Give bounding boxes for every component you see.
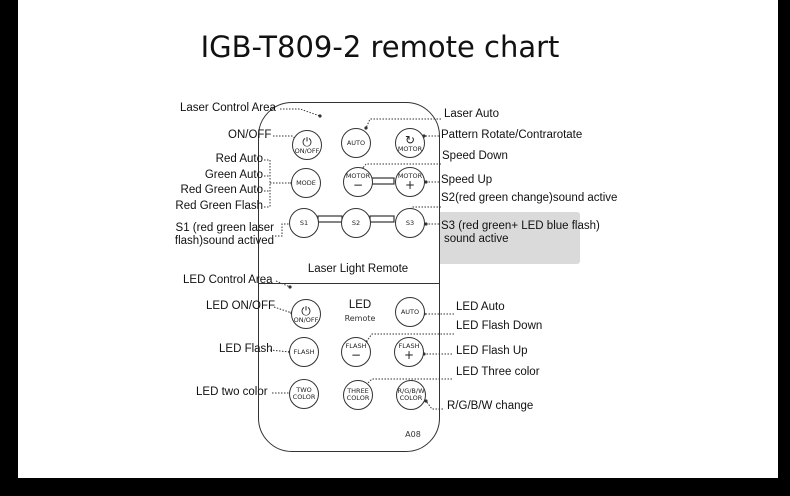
auto-label: AUTO <box>346 138 366 147</box>
led-auto-label: AUTO <box>400 307 420 316</box>
label-s1-line2: flash)sound actived <box>174 235 274 247</box>
label-led-flash-up: LED Flash Up <box>456 345 528 357</box>
onoff-button[interactable]: ⏻ON/OFF <box>292 130 322 160</box>
minus-icon: − <box>350 348 362 363</box>
power-icon: ⏻ <box>302 134 312 149</box>
motor-label: MOTOR <box>397 144 423 153</box>
led-onoff-label: ON/OFF <box>293 315 319 324</box>
label-led-flash-down: LED Flash Down <box>456 320 543 332</box>
s3-button[interactable]: S3 <box>395 208 425 238</box>
motor-up-button[interactable]: MOTOR+ <box>395 167 425 197</box>
remote-divider <box>258 283 440 284</box>
label-led-control-area: LED Control Area <box>183 274 273 286</box>
rgbw-label: R/G/B/W <box>397 387 425 396</box>
flash-up-button[interactable]: FLASH+ <box>394 337 424 367</box>
flash-up-label: FLASH <box>398 341 420 350</box>
three-color-sublabel: COLOR <box>346 394 370 402</box>
two-color-sublabel: COLOR <box>292 393 316 401</box>
onoff-label: ON/OFF <box>294 146 320 155</box>
rgbw-sublabel: COLOR <box>399 394 423 402</box>
motor-up-label: MOTOR <box>397 171 423 180</box>
label-on-off: ON/OFF <box>228 129 272 141</box>
label-s3-line1: S3 (red green+ LED blue flash) <box>441 220 600 232</box>
rotate-icon: ↻ <box>404 132 416 147</box>
led-subtitle: Remote <box>344 314 376 323</box>
motor-down-button[interactable]: MOTOR− <box>343 167 373 197</box>
model-number: A08 <box>405 430 421 439</box>
led-auto-button[interactable]: AUTO <box>395 297 425 327</box>
label-pattern-rotate: Pattern Rotate/Contrarotate <box>441 129 583 141</box>
label-rgbw-change: R/G/B/W change <box>447 400 534 412</box>
s1-label: S1 <box>299 218 309 227</box>
label-red-auto: Red Auto <box>215 153 263 165</box>
auto-button[interactable]: AUTO <box>341 128 371 158</box>
label-s3-line2: sound active <box>444 233 509 245</box>
label-red-green-auto: Red Green Auto <box>180 184 263 196</box>
s2-label: S2 <box>351 218 361 227</box>
page-title: IGB-T809-2 remote chart <box>200 30 560 64</box>
flash-button[interactable]: FLASH <box>289 337 319 367</box>
label-s1-line1: S1 (red green laser <box>175 222 274 234</box>
label-led-three-color: LED Three color <box>456 366 540 378</box>
label-laser-auto: Laser Auto <box>444 108 499 120</box>
label-led-auto: LED Auto <box>456 301 505 313</box>
plus-icon: + <box>403 348 415 363</box>
s2-button[interactable]: S2 <box>341 208 371 238</box>
mode-label: MODE <box>296 178 316 187</box>
label-led-on-off: LED ON/OFF <box>206 300 276 312</box>
motor-down-label: MOTOR <box>345 171 371 180</box>
plus-icon: + <box>404 178 416 193</box>
power-icon: ⏻ <box>301 303 311 318</box>
label-speed-down: Speed Down <box>442 150 508 162</box>
led-onoff-button[interactable]: ⏻ON/OFF <box>291 299 321 329</box>
laser-remote-title: Laser Light Remote <box>307 263 409 275</box>
label-s2: S2(red green change)sound active <box>441 192 618 204</box>
label-laser-control-area: Laser Control Area <box>180 102 276 114</box>
mode-button[interactable]: MODE <box>291 168 321 198</box>
flash-down-button[interactable]: FLASH− <box>341 337 371 367</box>
label-green-auto: Green Auto <box>204 169 263 181</box>
minus-icon: − <box>352 178 364 193</box>
motor-rotate-button[interactable]: ↻MOTOR <box>395 128 425 158</box>
three-color-label: THREE <box>347 387 369 396</box>
led-title: LED <box>348 299 372 311</box>
flash-down-label: FLASH <box>345 341 367 350</box>
label-led-two-color: LED two color <box>196 386 268 398</box>
label-red-green-flash: Red Green Flash <box>175 200 263 212</box>
label-speed-up: Speed Up <box>441 174 493 186</box>
flash-label: FLASH <box>293 347 315 356</box>
s3-label: S3 <box>405 218 415 227</box>
s1-button[interactable]: S1 <box>289 208 319 238</box>
two-color-label: TWO <box>296 386 312 395</box>
label-led-flash: LED Flash <box>219 343 273 355</box>
